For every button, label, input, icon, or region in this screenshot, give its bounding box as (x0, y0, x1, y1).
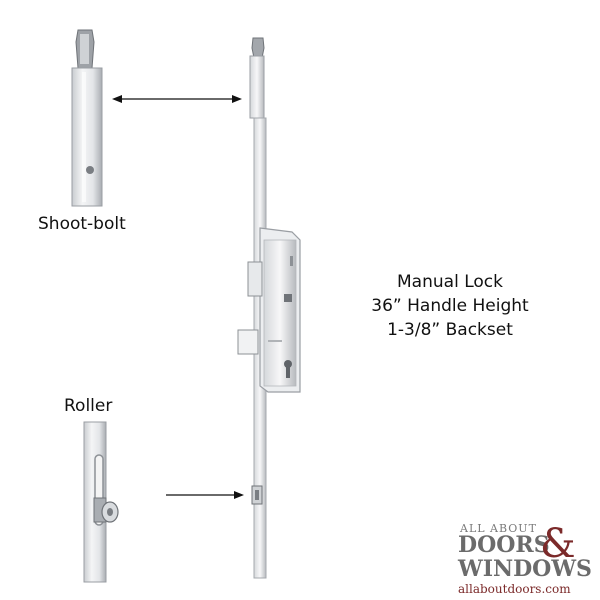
roller-label: Roller (64, 396, 113, 416)
logo-ampersand: & (540, 521, 576, 567)
spec-lock-type: Manual Lock (397, 272, 503, 292)
shoot-bolt-closeup (71, 29, 103, 207)
lock-strip (237, 37, 301, 579)
shoot-bolt-label: Shoot-bolt (38, 214, 126, 234)
spec-backset: 1-3/8” Backset (387, 320, 513, 340)
logo-url-text: allaboutdoors.com (458, 582, 571, 596)
arrow-roller (166, 491, 244, 499)
spec-handle-height: 36” Handle Height (371, 296, 529, 316)
logo-windows-text: WINDOWS (458, 556, 592, 582)
roller-closeup (83, 421, 119, 583)
brand-logo: ALL ABOUT DOORS & WINDOWS allaboutdoors.… (440, 520, 600, 600)
logo-top-text: ALL ABOUT (460, 522, 537, 535)
lock-specifications: Manual Lock 36” Handle Height 1-3/8” Bac… (360, 270, 540, 342)
logo-doors-text: DOORS (458, 532, 550, 558)
arrow-shoot-bolt (112, 95, 242, 103)
